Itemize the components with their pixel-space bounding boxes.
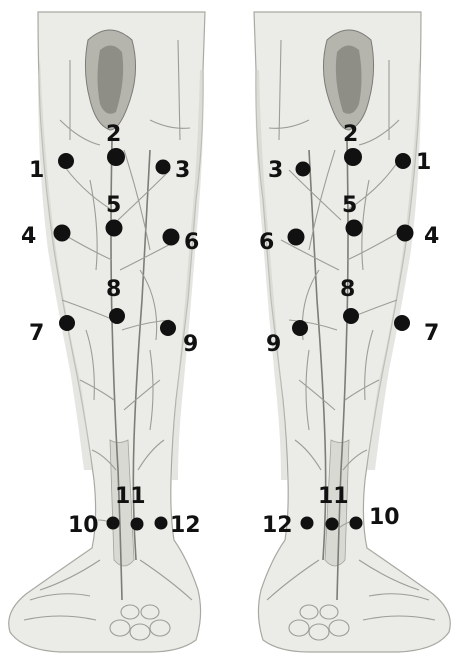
right-label-8: 8 bbox=[340, 277, 355, 302]
left-point-8 bbox=[109, 308, 125, 324]
left-label-6: 6 bbox=[184, 230, 199, 255]
right-label-5: 5 bbox=[342, 193, 357, 218]
left-point-7 bbox=[59, 315, 75, 331]
left-label-12: 12 bbox=[170, 513, 201, 538]
left-point-11 bbox=[131, 518, 144, 531]
left-label-9: 9 bbox=[183, 332, 198, 357]
left-point-2 bbox=[107, 148, 125, 166]
left-point-12 bbox=[155, 517, 168, 530]
right-label-1: 1 bbox=[416, 150, 431, 175]
left-label-1: 1 bbox=[29, 158, 44, 183]
left-label-2: 2 bbox=[106, 122, 121, 147]
right-label-10: 10 bbox=[369, 505, 400, 530]
left-point-5 bbox=[106, 220, 123, 237]
left-point-4 bbox=[54, 225, 71, 242]
right-point-1 bbox=[395, 153, 411, 169]
right-label-9: 9 bbox=[266, 332, 281, 357]
right-point-3 bbox=[296, 162, 311, 177]
right-point-12 bbox=[301, 517, 314, 530]
right-leg-illustration bbox=[254, 12, 450, 652]
right-point-4 bbox=[397, 225, 414, 242]
left-point-1 bbox=[58, 153, 74, 169]
left-label-5: 5 bbox=[106, 193, 121, 218]
right-label-2: 2 bbox=[343, 122, 358, 147]
right-point-6 bbox=[288, 229, 305, 246]
right-label-12: 12 bbox=[262, 513, 293, 538]
right-label-6: 6 bbox=[259, 230, 274, 255]
left-point-9 bbox=[160, 320, 176, 336]
right-point-11 bbox=[326, 518, 339, 531]
right-label-11: 11 bbox=[318, 484, 349, 509]
left-label-3: 3 bbox=[175, 158, 190, 183]
right-label-7: 7 bbox=[424, 321, 439, 346]
right-point-7 bbox=[394, 315, 410, 331]
left-label-10: 10 bbox=[68, 513, 99, 538]
right-point-9 bbox=[292, 320, 308, 336]
left-label-11: 11 bbox=[115, 484, 146, 509]
left-point-6 bbox=[163, 229, 180, 246]
left-point-10 bbox=[107, 517, 120, 530]
right-point-2 bbox=[344, 148, 362, 166]
right-point-8 bbox=[343, 308, 359, 324]
left-label-7: 7 bbox=[29, 321, 44, 346]
right-label-4: 4 bbox=[424, 224, 439, 249]
left-label-4: 4 bbox=[21, 224, 36, 249]
left-label-8: 8 bbox=[106, 277, 121, 302]
right-point-10 bbox=[350, 517, 363, 530]
right-point-5 bbox=[346, 220, 363, 237]
left-point-3 bbox=[156, 160, 171, 175]
right-label-3: 3 bbox=[268, 158, 283, 183]
